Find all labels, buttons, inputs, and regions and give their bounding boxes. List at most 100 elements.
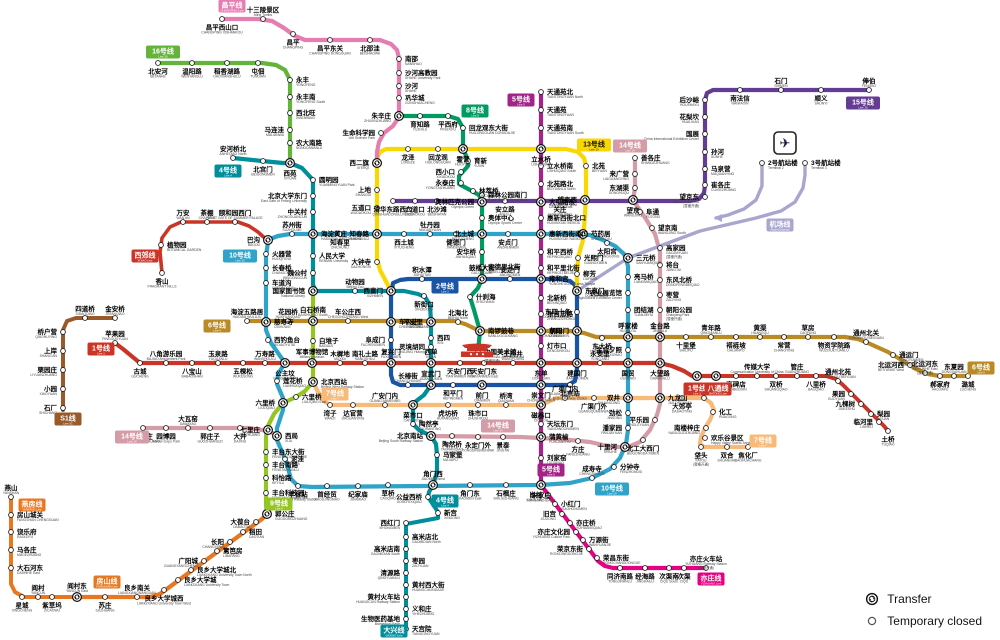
station-dot-daxing — [403, 594, 409, 600]
transfer-station-line2 — [571, 285, 583, 297]
station-label: 南锣鼓巷 — [488, 326, 515, 335]
station-label: 惠新西街南口 — [549, 229, 588, 238]
station-label: 西土城 — [394, 238, 414, 247]
station-label-en: YANCUN East — [66, 589, 88, 593]
station-dot-batong — [733, 373, 739, 379]
transfer-icon — [425, 430, 437, 442]
station-dot-line9 — [263, 475, 269, 481]
station-label-en: GUCHENG — [131, 375, 149, 379]
transfer-icon — [393, 110, 405, 122]
station-label-en: DAOTIAN — [249, 535, 265, 539]
station-label: 义和庄 — [411, 604, 432, 613]
transfer-station-line13 — [579, 194, 591, 206]
station-label-en: GAOMIDIAN South — [371, 552, 400, 556]
station-dot-line8 — [458, 180, 464, 186]
station-label: 安贞门 — [498, 238, 518, 247]
station-dot-yizhuang — [580, 537, 586, 543]
transfer-station-line2 — [571, 325, 583, 337]
transfer-arrows-icon — [580, 231, 586, 237]
transfer-arrows-icon — [538, 482, 544, 488]
line-badge-label: 14号线 — [487, 421, 509, 430]
station-label-en: SHOUJINGMAO — [314, 498, 340, 502]
station-label-en: JISHUITAN — [413, 273, 431, 277]
station-label-en: ANHUAQIAO — [456, 255, 477, 259]
station-dot-line13 — [583, 163, 589, 169]
station-label: 西钓鱼台 — [274, 335, 301, 344]
transfer-icon — [284, 157, 296, 169]
station-label: 上地 — [358, 185, 372, 194]
station-dot-line10 — [263, 251, 269, 257]
station-label: 牡丹园 — [420, 220, 440, 229]
station-label: 珠市口 — [468, 409, 488, 418]
station-label: 化工 — [719, 407, 733, 416]
station-label: 安德里北街 — [488, 262, 521, 271]
station-dot-line15 — [702, 114, 708, 120]
station-label-en: CHANGYANG — [202, 545, 224, 549]
station-label-en: LIANGXIANG University Town North — [197, 573, 252, 577]
station-dot-daxing — [435, 510, 441, 516]
station-label: 万寿路 — [254, 349, 275, 358]
station-label-en: FUTONG — [646, 215, 661, 219]
station-dot-yizhuang — [552, 501, 558, 507]
station-label: 经海路 — [635, 572, 655, 581]
station-label: 魏公村 — [287, 268, 308, 277]
station-label-en: GUANZHUANG — [785, 370, 809, 374]
station-label: 来广营 — [609, 169, 630, 178]
station-label: 东湖渠 — [610, 183, 630, 192]
station-label-en: CHANGCHUNQIAO — [272, 271, 303, 275]
line-badge-bg — [93, 575, 121, 589]
transfer-station-line5 — [535, 196, 547, 208]
station-dot-line6 — [733, 334, 739, 340]
station-dot-yizhuang — [642, 565, 648, 571]
station-label: 五棵松 — [233, 367, 253, 376]
station-dot-line4 — [421, 293, 427, 299]
station-label: 复兴门 — [380, 347, 401, 356]
station-label: 双合 — [721, 451, 735, 460]
station-label-en: SHAHE University Park — [405, 76, 441, 80]
station-dot-line15 — [778, 87, 784, 93]
station-dot-yizhuang — [559, 511, 565, 517]
transfer-icon — [476, 228, 488, 240]
station-label: 玉泉路 — [208, 349, 228, 358]
station-dot-xijiao — [232, 219, 238, 225]
line-badge-bg — [461, 104, 489, 118]
transfer-station-line10 — [619, 441, 631, 453]
transfer-icon — [622, 252, 634, 264]
line-path-line9 — [263, 288, 316, 517]
transfer-station-line10 — [260, 316, 272, 328]
station-label: 常营 — [778, 341, 792, 350]
station-note: (暂缓开通) — [698, 565, 714, 570]
station-label: 东风北桥 — [666, 275, 693, 284]
station-dot-line10 — [401, 231, 407, 237]
station-label: 潘家园 — [603, 423, 623, 432]
station-dot-line13 — [374, 259, 380, 265]
station-label-en: XINGCHENG — [12, 609, 33, 613]
station-label-en: SIDAOQIAO — [75, 312, 94, 316]
station-label-en: BEIGONGMEN — [251, 173, 275, 177]
transfer-icon — [571, 285, 583, 297]
station-label-en: TAORANTING — [419, 427, 441, 431]
transfer-arrows-icon — [538, 360, 544, 366]
station-label-en: SHAOYAOJU — [591, 237, 612, 241]
station-label: 亦庄火车站 — [690, 554, 723, 563]
station-label: 荣昌东街 — [602, 553, 630, 562]
transfer-arrows-icon — [460, 146, 466, 152]
station-label-en: TUQIAO — [882, 443, 895, 447]
station-label-en: LISHUIQIAO South — [547, 169, 576, 173]
transfer-station-line6 — [307, 315, 319, 327]
station-dot-line1 — [362, 360, 368, 366]
transfer-arrows-icon — [265, 427, 271, 433]
station-label: 五道口 — [352, 203, 372, 212]
station-dot-line1 — [215, 360, 221, 366]
line-badge-label-en: Line 14 — [625, 149, 635, 153]
station-label-en: XIDAN — [426, 355, 437, 359]
transfer-station-line1 — [571, 357, 583, 369]
station-label-en: ZHUSHIKOU — [468, 417, 489, 421]
station-dot-line5 — [538, 295, 544, 301]
station-label: 北土城 — [455, 229, 475, 238]
station-label: 2号航站楼 — [768, 158, 798, 167]
station-label: 公主坟 — [275, 369, 295, 378]
station-label-en: BOTANICAL GARDEN — [167, 248, 202, 252]
station-dot-line1 — [510, 360, 516, 366]
